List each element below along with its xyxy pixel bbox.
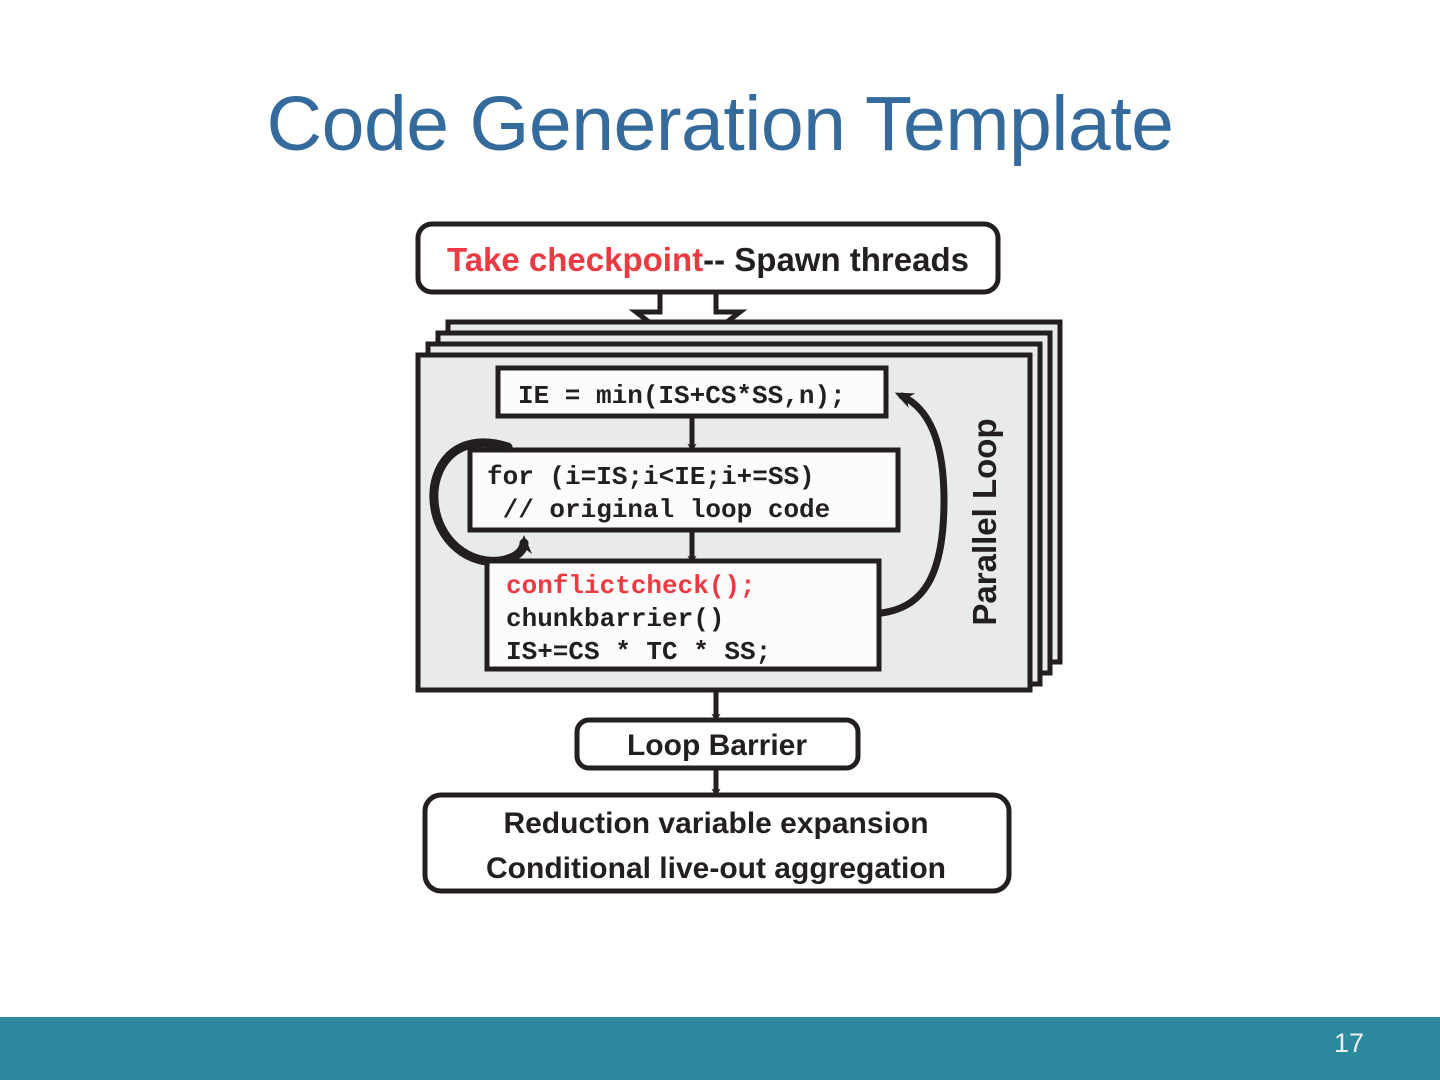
spawn-threads-label: -- Spawn threads [703, 241, 969, 278]
loop-body-box: for (i=IS;i<IE;i+=SS) // original loop c… [467, 447, 901, 533]
loop-body-box-outline [467, 447, 901, 533]
sync-line2-chunkbarrier: chunkbarrier() [506, 604, 724, 634]
spawn-threads-box: Take checkpoint-- Spawn threads [415, 221, 1001, 295]
spawn-threads-text: Take checkpoint-- Spawn threads [447, 241, 969, 278]
loop-barrier-label: Loop Barrier [627, 729, 807, 762]
sync-statements-box-outline [484, 558, 882, 672]
init-statement-line1: IE = min(IS+CS*SS,n); [518, 381, 846, 411]
epilogue-line1: Reduction variable expansion [503, 807, 928, 840]
sync-line1-conflictcheck: conflictcheck(); [506, 571, 756, 601]
page-title: Code Generation Template [266, 81, 1174, 167]
epilogue-box: Reduction variable expansion Conditional… [422, 792, 1012, 894]
init-statement-box: IE = min(IS+CS*SS,n); [495, 365, 889, 419]
loop-body-line2: // original loop code [487, 495, 830, 525]
loop-iteration-self-arrow [429, 438, 532, 566]
epilogue-box-outline [422, 792, 1012, 894]
sync-statements-box: conflictcheck(); chunkbarrier() IS+=CS *… [484, 558, 882, 672]
footer-bar [0, 1017, 1440, 1080]
code-generation-template-diagram: Take checkpoint-- Spawn threads Parallel… [415, 221, 1063, 894]
loop-barrier-box: Loop Barrier [574, 717, 861, 771]
init-statement-box-outline [495, 365, 889, 419]
parallel-loop-side-label: Parallel Loop [966, 418, 1003, 625]
chunk-backedge-arrow [877, 392, 948, 617]
take-checkpoint-label: Take checkpoint [447, 241, 703, 278]
loop-body-line1: for (i=IS;i<IE;i+=SS) [487, 462, 815, 492]
sync-line3-is-update: IS+=CS * TC * SS; [506, 637, 771, 667]
parallel-loop-panel: Parallel Loop IE = min(IS+CS*SS,n); for … [415, 352, 1033, 693]
epilogue-line2: Conditional live-out aggregation [486, 852, 946, 885]
page-number: 17 [1333, 1028, 1364, 1058]
